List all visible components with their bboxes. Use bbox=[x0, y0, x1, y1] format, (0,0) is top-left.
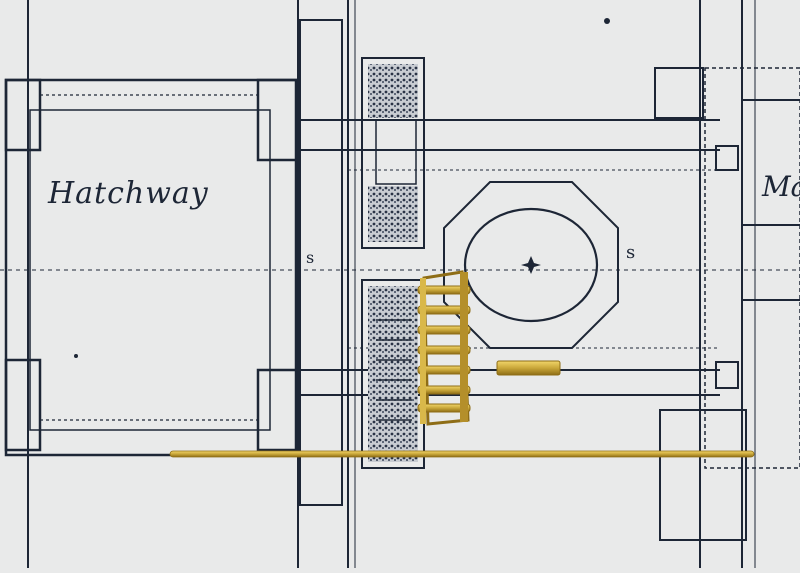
right-structure bbox=[654, 67, 800, 541]
section-mark-right: s bbox=[626, 242, 636, 263]
hatched-blocks bbox=[361, 57, 425, 469]
brass-rod bbox=[169, 450, 755, 458]
ink-dot bbox=[604, 18, 610, 24]
brass-short-bar bbox=[496, 360, 561, 376]
brass-ladder-model bbox=[417, 270, 471, 426]
section-mark-left: s bbox=[306, 248, 315, 267]
hatchway-label: Hatchway bbox=[48, 176, 209, 211]
octagon-emblem bbox=[443, 181, 619, 349]
hatchway-frame bbox=[0, 78, 800, 457]
right-partial-label: Ma bbox=[762, 170, 800, 203]
ink-dot bbox=[74, 354, 78, 358]
